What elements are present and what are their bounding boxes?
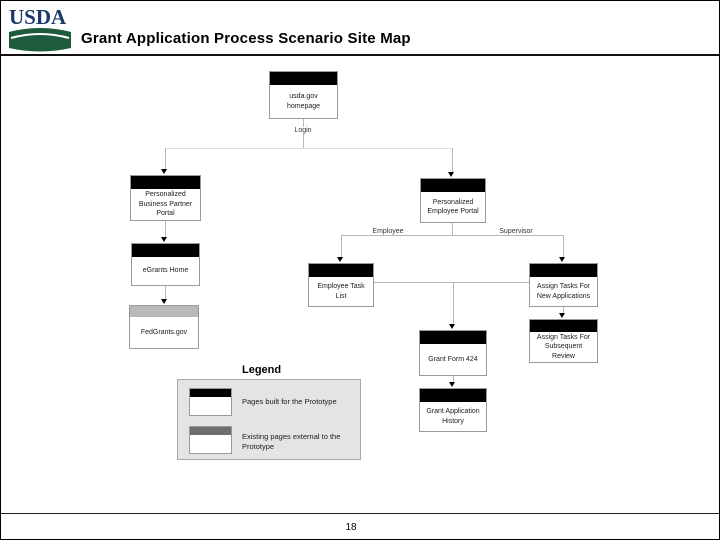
arrowhead-down-icon [449, 324, 455, 329]
edge-label-login: Login [289, 127, 317, 134]
node-label: eGrants Home [142, 267, 189, 275]
node-label: Assign Tasks For Subsequent Review [536, 334, 591, 360]
legend-label-external: Existing pages external to the Prototype [242, 432, 341, 452]
legend-label-prototype: Pages built for the Prototype [242, 397, 337, 406]
node-header-bar [309, 264, 373, 277]
node-egrants-home: eGrants Home [131, 243, 200, 286]
node-personalized-business-partner-portal: Personalized Business Partner Portal [130, 175, 201, 221]
legend: Pages built for the Prototype Existing p… [177, 379, 361, 460]
legend-swatch-header-black [190, 389, 231, 397]
node-header-bar [270, 72, 337, 85]
connector-to-grant-form [453, 282, 454, 324]
connector-to-employee-portal [452, 148, 453, 172]
arrowhead-down-icon [559, 313, 565, 318]
edge-label-supervisor: Supervisor [495, 228, 537, 235]
node-usda-gov-homepage: usda.gov homepage [269, 71, 338, 119]
connector-to-assign-new [563, 235, 564, 257]
node-assign-tasks-for-subsequent-review: Assign Tasks For Subsequent Review [529, 319, 598, 363]
node-label: Grant Form 424 [428, 355, 478, 363]
arrowhead-down-icon [559, 257, 565, 262]
arrowhead-down-icon [161, 237, 167, 242]
edge-label-employee: Employee [368, 228, 408, 235]
node-label: FedGrants.gov [140, 328, 188, 336]
connector-tasklist-assignnew [374, 282, 529, 283]
arrowhead-down-icon [161, 169, 167, 174]
node-personalized-employee-portal: Personalized Employee Portal [420, 178, 486, 223]
usda-logo-swoosh-stripe [10, 33, 70, 39]
arrowhead-down-icon [449, 382, 455, 387]
node-label: Grant Application History [426, 408, 480, 425]
node-fedgrants-gov: FedGrants.gov [129, 305, 199, 349]
connector-portal-to-egrants [165, 221, 166, 237]
node-label: Assign Tasks For New Applications [536, 283, 591, 300]
node-header-bar [530, 320, 597, 332]
node-assign-tasks-for-new-applications: Assign Tasks For New Applications [529, 263, 598, 307]
connector-to-business-portal [165, 148, 166, 169]
usda-logo-swoosh [9, 28, 71, 52]
page-number: 18 [345, 522, 357, 533]
connector-assignnew-to-subsequent [563, 307, 564, 313]
connector-login-branch [165, 148, 453, 149]
usda-logo-graphic: USDA [9, 5, 71, 52]
connector-employee-portal-down [452, 223, 453, 235]
legend-title: Legend [242, 364, 282, 376]
node-grant-form-424: Grant Form 424 [419, 330, 487, 376]
footer-divider [1, 513, 719, 514]
connector-form-to-history [453, 376, 454, 382]
node-label: usda.gov homepage [286, 93, 321, 110]
node-header-bar [421, 179, 485, 192]
node-grant-application-history: Grant Application History [419, 388, 487, 432]
usda-logo-wordmark: USDA [9, 5, 67, 29]
node-header-bar [131, 176, 200, 189]
node-header-bar [530, 264, 597, 277]
connector-to-task-list [341, 235, 342, 257]
page-title: Grant Application Process Scenario Site … [81, 30, 411, 47]
node-header-bar [420, 331, 486, 344]
node-label: Employee Task List [317, 283, 365, 300]
node-employee-task-list: Employee Task List [308, 263, 374, 307]
node-header-bar [132, 244, 199, 257]
connector-egrants-to-fedgrants [165, 286, 166, 299]
node-label: Personalized Business Partner Portal [138, 191, 193, 218]
connector-role-branch [341, 235, 563, 236]
arrowhead-down-icon [161, 299, 167, 304]
arrowhead-down-icon [448, 172, 454, 177]
node-label: Personalized Employee Portal [427, 198, 479, 215]
usda-logo: USDA [9, 5, 71, 57]
arrowhead-down-icon [337, 257, 343, 262]
node-header-bar [130, 306, 198, 317]
header-divider [1, 54, 719, 56]
legend-swatch-prototype [189, 388, 232, 416]
legend-swatch-external [189, 426, 232, 454]
legend-swatch-header-gray [190, 427, 231, 435]
node-header-bar [420, 389, 486, 402]
